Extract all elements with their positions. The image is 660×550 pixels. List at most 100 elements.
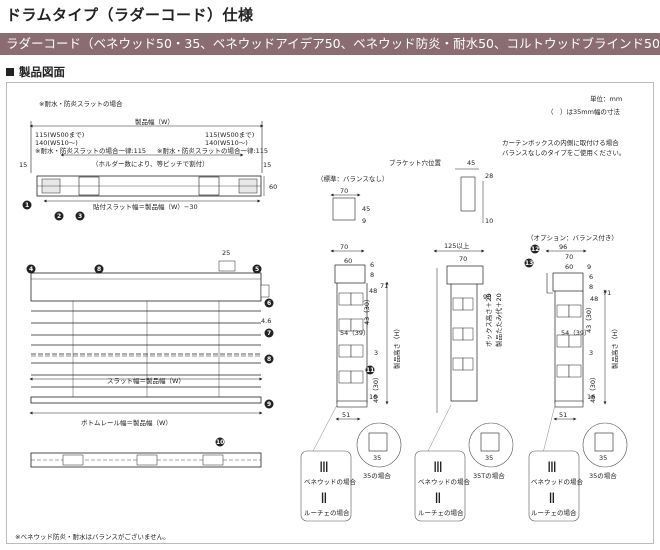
callout-12: 12 [531,246,539,253]
side2-box-depth: ボックス高さ＋20 [484,293,493,347]
callout-7: 7 [267,330,271,337]
side3-d43: 43（30） [585,303,593,333]
side2-d10: 10 [485,217,493,225]
holder-note: （ホルダー数により、等ピッチで割付） [92,159,209,168]
legend1-bene: ベネウッドの場合 [304,477,357,486]
callout-9: 9 [267,401,271,408]
legend2-luce: ルーチェの場合 [418,508,464,517]
legend1-luce: ルーチェの場合 [304,508,350,517]
legend-standard: Ⅲ ベネウッドの場合 Ⅱ ルーチェの場合 35 35の場合 [300,404,402,522]
side3-d70: 70 [565,253,573,261]
side3-d48: 48 [590,295,598,303]
legend1-d35: 35 [373,454,381,462]
side1-d6: 6 [370,261,374,269]
side1-label: （標準：バランスなし） [317,174,388,183]
front-elevation: 25 スラット幅＝製品幅（W） ボトムレール幅＝製品幅（W） 4.6 [29,249,271,427]
side1-d49: 49（30） [372,373,380,403]
side2-d28: 28 [485,172,493,180]
product-banner: ラダーコード（ベネウッド50・35、ベネウッドアイデア50、ベネウッド防炎・耐水… [0,33,660,55]
product-drawing: ※耐水・防炎スラットの場合 単位：mm （ ）は35mm幅の寸法 カーテンボック… [15,94,628,541]
side3-dH: 製品高さ（H） [610,325,619,369]
bottom-rail-width-label: ボトムレール幅＝製品幅（W） [81,418,172,427]
side2-d45: 45 [467,159,475,167]
callout-4: 4 [29,266,33,273]
callout-3: 3 [78,213,82,220]
legend-valance: Ⅲ ベネウッドの場合 Ⅱ ルーチェの場合 35 35の場合 [528,404,628,522]
bullet-square-icon [6,67,14,76]
left-115-label: 115(W500まで) [35,131,84,139]
side1-d48: 48 [369,287,377,295]
dim-15-right: 15 [263,161,271,169]
side3-d8: 8 [589,283,593,291]
unit-note: 単位：mm [590,94,622,103]
section-heading: 製品図面 [6,64,65,80]
waterproof-note: ※耐水・防炎スラットの場合 [39,99,123,108]
side2-d70: 70 [459,255,467,263]
side3-d6: 6 [589,273,593,281]
callout-13: 13 [525,260,533,267]
side3-d54: 54（39） [561,329,591,337]
product-width-label: 製品幅（W） [135,117,174,126]
side3-d49: 49（30） [589,373,597,403]
side1-d70: 70 [340,187,348,195]
legend3-bene: ベネウッドの場合 [531,477,584,486]
callout-10: 10 [216,439,224,446]
side3-d51: 51 [559,411,567,419]
callout-2: 2 [57,213,61,220]
paren-note: （ ）は35mm幅の寸法 [547,107,620,116]
side-view-bracket: ブラケット穴位置 45 28 10 125以上 70 90 ボックス高さ＋20 … [389,158,503,413]
side2-label: ブラケット穴位置 [389,158,442,167]
side1-d9: 9 [362,217,366,225]
side-view-standard: （標準：バランスなし） 70 45 9 70 60 6 8 71 48 54（3… [317,174,401,421]
side2-box-depth2: 製品たたみ代＋20 [494,293,503,347]
callout-1: 1 [25,202,29,209]
side1-d16: 16 [369,393,377,401]
svg-text:Ⅱ: Ⅱ [321,491,328,507]
side1-dH: 製品高さ（H） [392,325,401,369]
left-note-label: ※耐水・防炎スラットの場合一律:115 [35,146,146,155]
side1-d71: 71 [380,282,388,290]
drawing-frame: ※耐水・防炎スラットの場合 単位：mm （ ）は35mm幅の寸法 カーテンボック… [6,82,654,544]
side-view-valance: （オプション：バランス付き） 96 70 60 9 6 8 48 71 54（3… [524,233,619,421]
legend3-case35: 35の場合 [589,471,617,480]
slat-attach-width: 貼付スラット幅＝製品幅（W）−30 [93,202,198,211]
side1-d3: 3 [374,349,378,357]
side3-d3: 3 [589,349,593,357]
curtain-box-note: カーテンボックスの内側に取付ける場合 [502,138,619,147]
right-note-label: ※耐水・防炎スラットの場合一律:115 [157,146,268,155]
side3-d9: 9 [587,263,591,271]
dim-15-left: 15 [19,161,27,169]
callout-5: 5 [255,266,259,273]
legend-bracket: Ⅲ ベネウッドの場合 Ⅱ ルーチェの場合 35 35Tの場合 [414,404,514,522]
dim-60: 60 [269,183,277,191]
callout-6: 6 [267,300,271,307]
callout-8b: 8 [267,356,271,363]
svg-text:Ⅱ: Ⅱ [549,491,556,507]
legend2-case35t: 35Tの場合 [473,471,505,480]
bottom-rail-top-view [30,452,262,468]
right-140-label: 140(W510〜) [205,139,248,147]
svg-text:Ⅲ: Ⅲ [319,460,329,476]
svg-text:Ⅱ: Ⅱ [435,491,442,507]
side3-label: （オプション：バランス付き） [527,233,618,242]
svg-text:Ⅲ: Ⅲ [547,460,557,476]
side2-d90: 90 [483,293,491,301]
side1-d54: 54（39） [340,329,370,337]
side1-d51: 51 [342,411,350,419]
dim-46: 4.6 [261,317,271,325]
side1-d43: 43（30） [363,295,371,325]
side1-d45: 45 [362,205,370,213]
footer-note: ※ベネウッド防炎・耐水はバランスがございません。 [15,532,170,541]
legend3-luce: ルーチェの場合 [531,508,577,517]
side1-d70b: 70 [340,243,348,251]
dim-25: 25 [222,249,230,257]
side2-d125: 125以上 [444,241,470,250]
legend1-case35: 35の場合 [363,471,391,480]
side3-d60: 60 [565,263,573,271]
legend2-bene: ベネウッドの場合 [418,477,471,486]
right-115-label: 115(W500まで) [205,131,254,139]
side3-d71: 71 [603,289,611,297]
side3-d96: 96 [559,243,567,251]
legend3-d35: 35 [599,454,607,462]
svg-text:Ⅲ: Ⅲ [433,460,443,476]
